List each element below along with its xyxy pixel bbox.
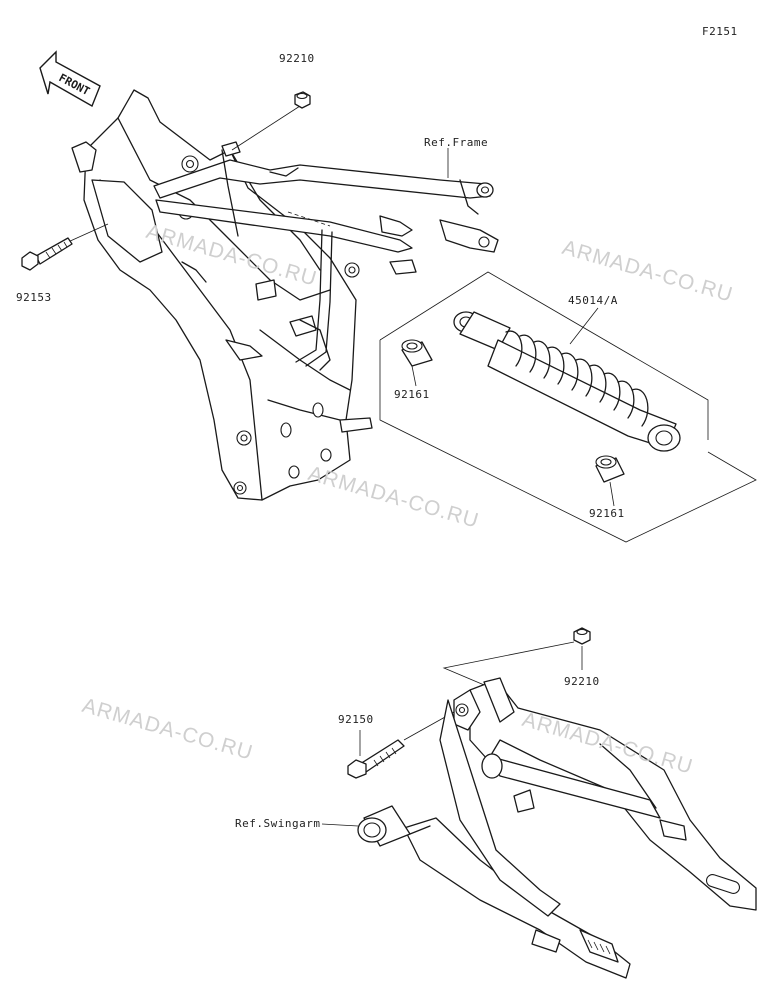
callout-ref-frame: Ref.Frame (424, 136, 489, 149)
dashed-line-frame (287, 211, 331, 227)
nut-92210-top (294, 91, 311, 109)
collar-92161-upper (401, 339, 433, 367)
frame-assembly (71, 89, 499, 501)
callout-shock: 45014/A (568, 294, 618, 307)
swingarm-assembly (357, 677, 757, 979)
leader-line-ref-swingarm (321, 823, 359, 827)
leader-line-nut-to-swingarm (442, 641, 575, 691)
shock-enclosure-box (379, 271, 757, 543)
collar-92161-lower (595, 455, 625, 483)
leader-line-collar-lower (609, 481, 615, 507)
leader-line-shock (569, 307, 599, 345)
nut-92210-bottom (573, 627, 591, 645)
callout-nut-bottom: 92210 (564, 675, 600, 688)
diagram-code: F2151 (702, 25, 738, 38)
callout-collar-upper: 92161 (394, 388, 430, 401)
bolt-92150 (347, 739, 405, 779)
shock-absorber-45014 (453, 311, 681, 452)
leader-line-bolt-frame (67, 223, 109, 243)
callout-bolt-swingarm: 92150 (338, 713, 374, 726)
leader-line-nut-top (231, 105, 301, 151)
callout-ref-swingarm: Ref.Swingarm (235, 817, 321, 830)
leader-line-collar-upper (411, 365, 417, 387)
callout-collar-lower: 92161 (589, 507, 625, 520)
callout-nut-top: 92210 (279, 52, 315, 65)
callout-bolt-frame: 92153 (16, 291, 52, 304)
bolt-92153 (21, 237, 73, 271)
front-arrow-icon: FRONT (39, 50, 101, 108)
